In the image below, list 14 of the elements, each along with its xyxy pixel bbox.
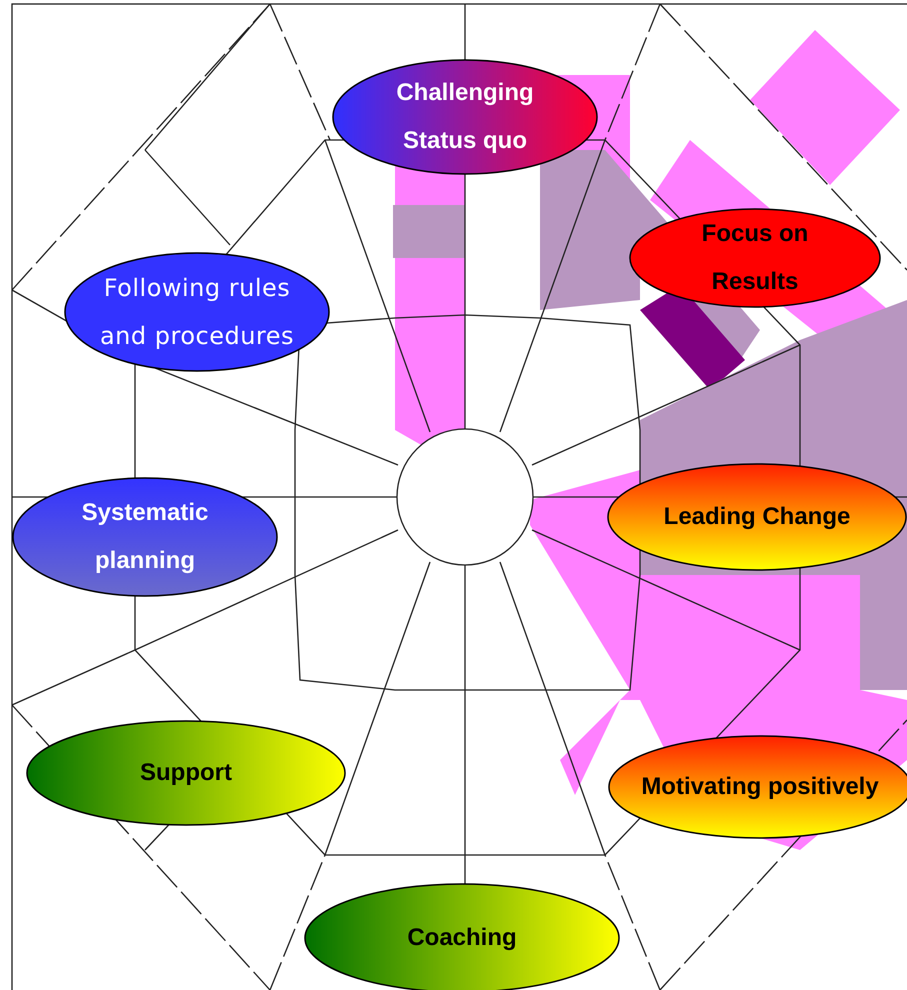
oval-node <box>332 59 598 175</box>
node-label: Focus on Results <box>700 219 810 297</box>
node-label: Systematic planning <box>80 498 210 576</box>
node-label: Motivating positively <box>640 772 880 802</box>
oval-node <box>26 720 346 826</box>
node-label: Leading Change <box>662 502 852 532</box>
oval-node <box>12 477 278 597</box>
node-label: Coaching <box>406 923 518 953</box>
oval-node <box>64 252 330 372</box>
node-label: Support <box>139 758 233 788</box>
node-label: Challenging Status quo <box>395 78 535 156</box>
oval-node <box>629 208 881 308</box>
node-label: Following rules and procedures <box>98 273 296 352</box>
oval-node <box>607 463 907 571</box>
